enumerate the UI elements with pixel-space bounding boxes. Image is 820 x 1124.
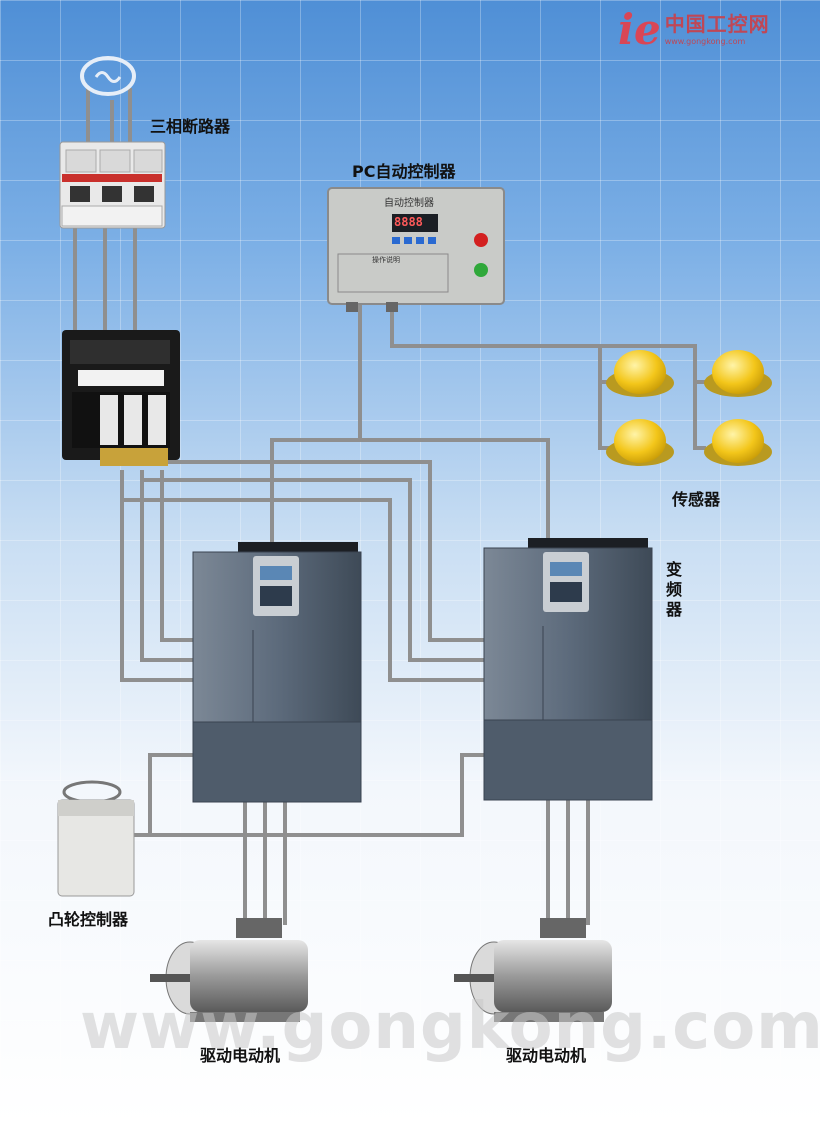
- sensor-label: 传感器: [672, 490, 721, 509]
- controller-panel-title: 自动控制器: [384, 198, 434, 209]
- inverter: [192, 542, 362, 803]
- logo-mark: ie: [618, 5, 661, 54]
- sensor: [606, 419, 674, 466]
- drive-motor: [150, 918, 308, 1022]
- watermark: www.gongkong.com: [80, 990, 820, 1064]
- breaker-label: 三相断路器: [150, 117, 231, 136]
- sensor: [704, 419, 772, 466]
- motor-label-right: 驱动电动机: [506, 1046, 587, 1065]
- motor-label-left: 驱动电动机: [200, 1046, 281, 1065]
- site-logo: ie 中国工控网 www.gongkong.com: [618, 8, 770, 52]
- contactor: [62, 330, 180, 466]
- ac-source-icon: [80, 56, 136, 96]
- cam-controller-label: 凸轮控制器: [48, 910, 129, 929]
- inverter-label: 变频器: [666, 560, 683, 619]
- controller-display: 8888: [394, 215, 423, 229]
- logo-url: www.gongkong.com: [664, 37, 746, 46]
- controller-note-title: 操作说明: [372, 256, 400, 264]
- sensor: [704, 350, 772, 397]
- inverter: [483, 538, 653, 801]
- wiring: [73, 88, 706, 925]
- logo-chinese-name: 中国工控网: [664, 12, 770, 36]
- sensor: [606, 350, 674, 397]
- controller-label: PC自动控制器: [352, 162, 456, 181]
- drive-motor: [454, 918, 612, 1022]
- pc-auto-controller: [327, 187, 505, 312]
- cam-controller: [57, 780, 135, 897]
- three-phase-breaker: [59, 141, 166, 229]
